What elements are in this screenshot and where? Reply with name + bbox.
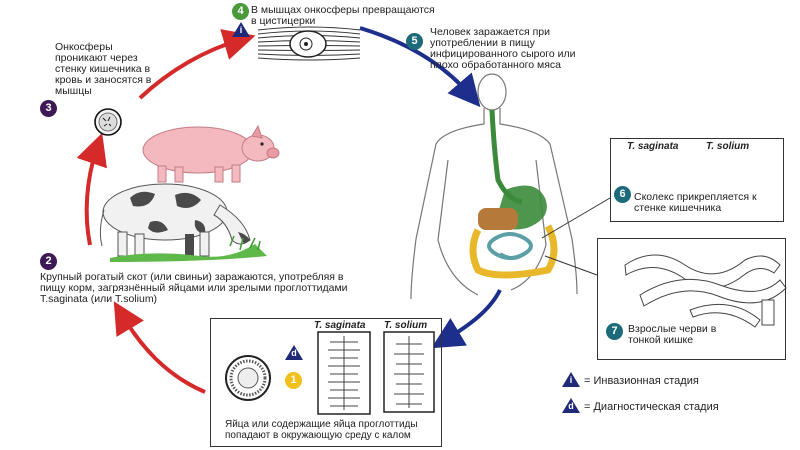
stage-2-text: Крупный рогатый скот (или свиньи) заража… bbox=[40, 271, 348, 305]
oncosphere-drawing bbox=[94, 108, 122, 136]
legend-infective-letter: i bbox=[569, 375, 573, 385]
egg-label-saginata: T. saginata bbox=[314, 320, 366, 331]
stage-6-text: Сколекс прикрепляется к стенке кишечника bbox=[634, 191, 757, 214]
diagnostic-icon-stage-1 bbox=[285, 345, 303, 360]
eggs-box bbox=[210, 318, 442, 447]
red-arrow-eggs-to-cattle bbox=[113, 301, 206, 394]
legend-diagnostic-label: = Диагностическая стадия bbox=[584, 401, 719, 413]
stage-1-text: Яйца или содержащие яйца проглоттиды поп… bbox=[225, 419, 418, 441]
pig-drawing bbox=[142, 124, 280, 183]
legend-infective-icon bbox=[562, 372, 580, 387]
cow-drawing bbox=[99, 183, 267, 262]
stage-4-badge: 4 bbox=[232, 3, 249, 20]
legend-infective-label: = Инвазионная стадия bbox=[584, 375, 699, 387]
adult-worms-drawing bbox=[624, 254, 787, 328]
legend-diagnostic-letter: d bbox=[568, 401, 574, 411]
cysticercus-muscle-drawing bbox=[257, 26, 361, 61]
stage-2-badge: 2 bbox=[40, 253, 57, 270]
egg-drawing bbox=[225, 355, 271, 401]
scolex-label-solium: T. solium bbox=[706, 141, 750, 152]
stage-6-badge: 6 bbox=[614, 186, 631, 203]
stage-7-badge: 7 bbox=[606, 323, 623, 340]
scolex-box bbox=[610, 138, 784, 222]
blue-arrow-cyst-to-human bbox=[359, 26, 481, 108]
red-arrow-cattle-to-oncosphere bbox=[76, 132, 107, 246]
stage-1-badge: 1 bbox=[285, 372, 302, 389]
egg-label-solium: T. solium bbox=[384, 320, 428, 331]
digestive-tract-drawing bbox=[469, 109, 558, 279]
infective-icon-stage-4-letter: i bbox=[239, 25, 243, 35]
legend-diagnostic-icon bbox=[562, 398, 580, 413]
stage-7-text: Взрослые черви в тонкой кишке bbox=[628, 323, 717, 346]
proglottid-drawings bbox=[317, 331, 435, 415]
adult-worms-box bbox=[597, 238, 786, 360]
blue-arrow-human-to-eggs bbox=[431, 289, 502, 349]
scolex-label-saginata: T. saginata bbox=[627, 141, 679, 152]
stage-3-text: Онкосферы проникают через стенку кишечни… bbox=[55, 41, 152, 97]
stage-5-text: Человек заражается при употреблении в пи… bbox=[430, 26, 576, 71]
diagnostic-icon-stage-1-letter: d bbox=[291, 348, 297, 358]
infective-icon-stage-4 bbox=[232, 22, 250, 37]
red-arrow-oncosphere-to-cyst bbox=[138, 29, 256, 100]
stage-3-badge: 3 bbox=[40, 100, 57, 117]
stage-5-badge: 5 bbox=[406, 33, 423, 50]
stage-4-text: В мышцах онкосферы превращаются в цистиц… bbox=[251, 4, 435, 27]
